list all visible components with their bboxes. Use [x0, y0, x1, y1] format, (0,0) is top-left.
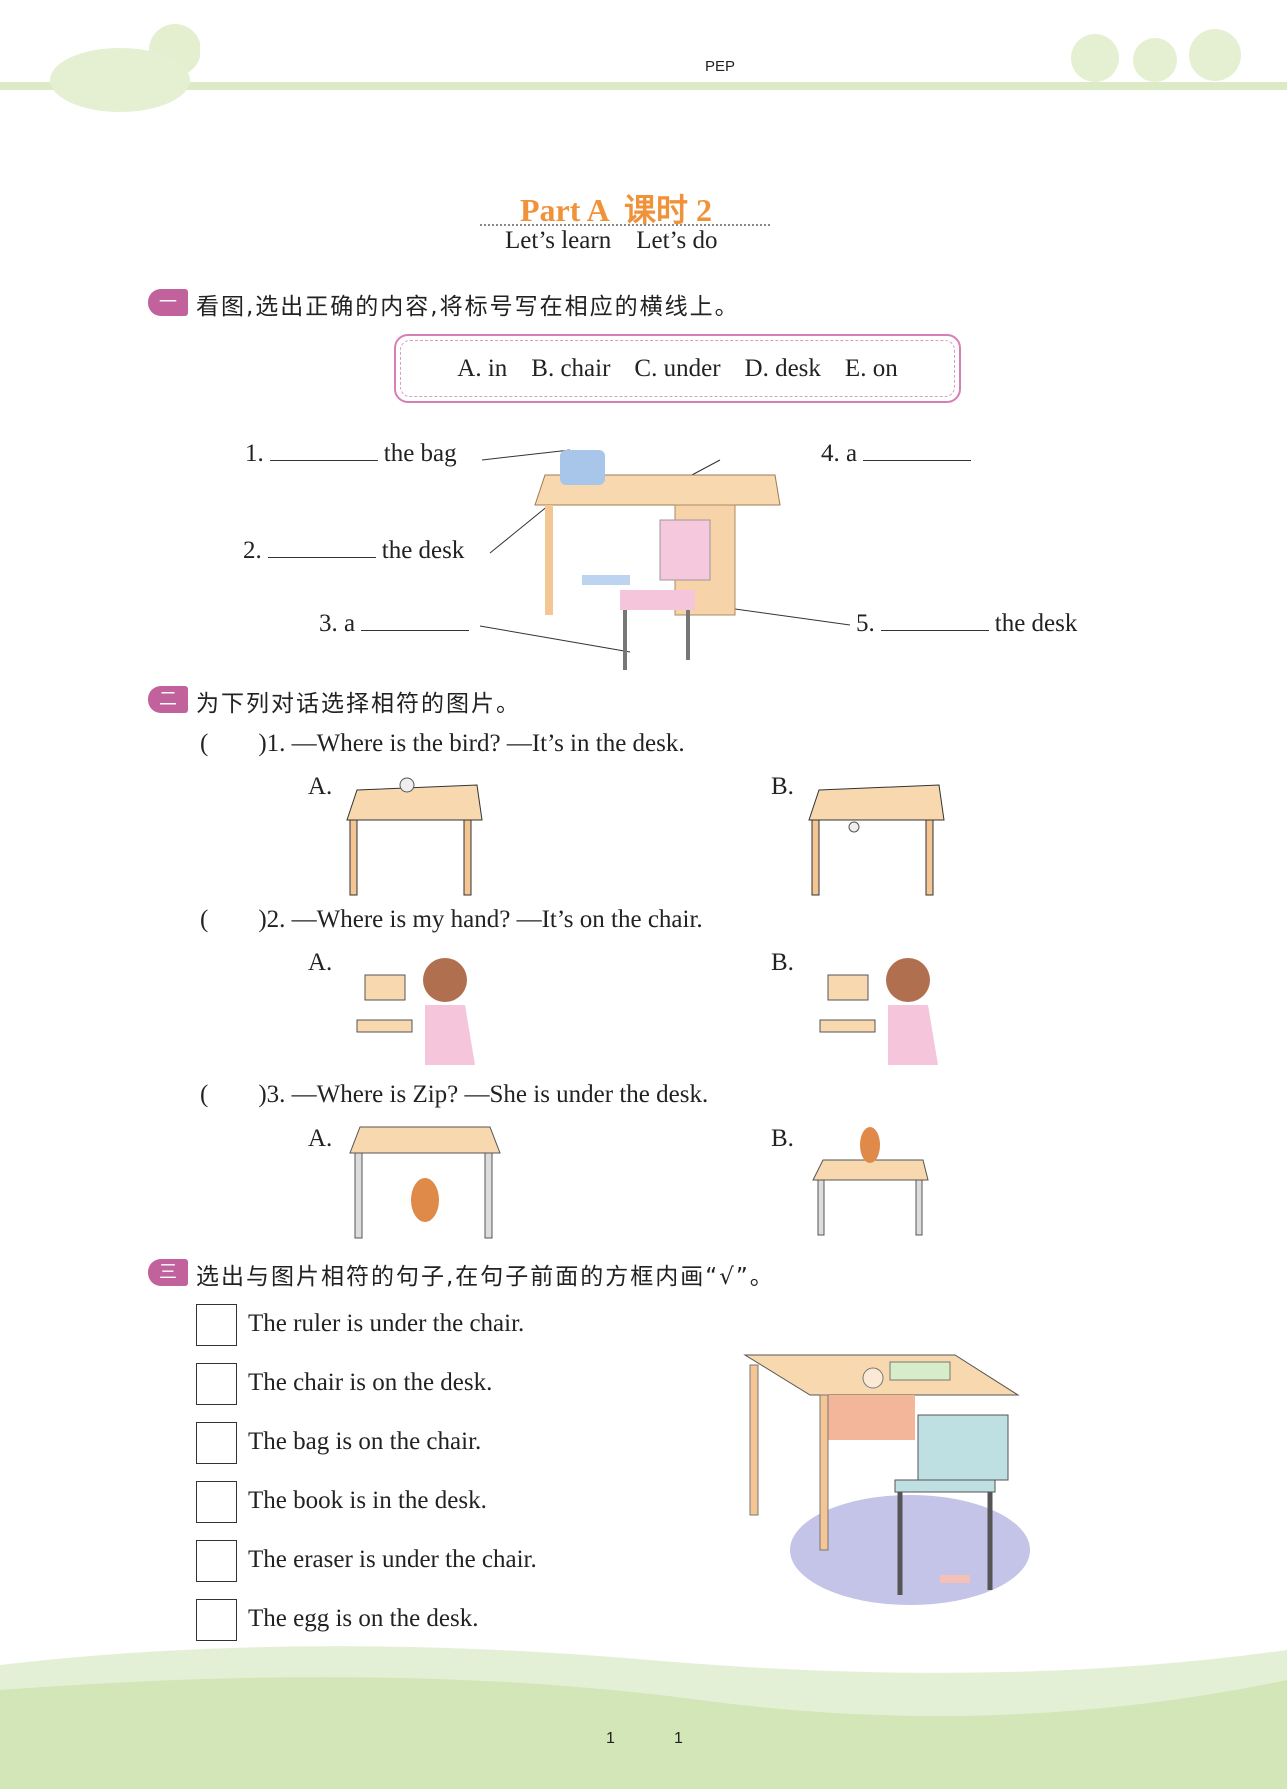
checkbox-2[interactable]	[196, 1363, 237, 1405]
checkbox-5[interactable]	[196, 1540, 237, 1582]
sentence-6: The egg is on the desk.	[248, 1605, 479, 1632]
sentence-5: The eraser is under the chair.	[248, 1546, 537, 1573]
item-5: 5.the desk	[856, 610, 1078, 637]
title-dotted-line	[480, 224, 770, 226]
series-label: PEP	[705, 58, 736, 75]
item-3: 3. a	[319, 610, 475, 638]
page-number-left: 1	[606, 1730, 615, 1747]
q3-option-b-label: B.	[771, 1125, 794, 1152]
option-d: D. desk	[744, 354, 821, 382]
q2-girl-hand-on-chair	[356, 958, 475, 1065]
answer-blank[interactable]	[269, 441, 378, 461]
item-1: 1.the bag	[245, 440, 457, 467]
options-box: A. in B. chair C. under D. desk E. on	[394, 334, 961, 403]
q2-option-b-label: B.	[771, 949, 794, 976]
option-c: C. under	[634, 354, 721, 382]
sentence-2: The chair is on the desk.	[248, 1369, 493, 1396]
option-e: E. on	[844, 354, 898, 382]
sentence-3: The bag is on the chair.	[248, 1428, 482, 1455]
answer-paren[interactable]: ( )	[200, 1081, 267, 1108]
q3-option-a-label: A.	[308, 1125, 333, 1152]
checkbox-4[interactable]	[196, 1481, 237, 1523]
answer-blank[interactable]	[361, 611, 470, 631]
scene-illustration	[743, 1354, 1030, 1605]
option-b: B. chair	[531, 354, 611, 382]
item-4: 4. a	[821, 440, 977, 468]
desk-chair-illustration	[479, 449, 851, 670]
q1-desk-bird-in	[808, 784, 945, 896]
subtitle: Let’s learn Let’s do	[505, 227, 718, 254]
sentence-4: The book is in the desk.	[248, 1487, 487, 1514]
question-2: ( )2. —Where is my hand? —It’s on the ch…	[200, 906, 703, 933]
option-a: A. in	[457, 354, 508, 382]
page-number-right: 1	[674, 1730, 683, 1747]
answer-blank[interactable]	[863, 441, 972, 461]
page-title: Part A 课时 2	[520, 192, 712, 228]
checkbox-1[interactable]	[196, 1304, 237, 1346]
section-badge-3: 三	[148, 1259, 188, 1286]
question-3: ( )3. —Where is Zip? —She is under the d…	[200, 1081, 709, 1108]
answer-paren[interactable]: ( )	[200, 906, 267, 933]
sentence-1: The ruler is under the chair.	[248, 1310, 525, 1337]
header-band	[0, 82, 1287, 90]
sun-cloud-decoration	[50, 24, 200, 112]
section-3-instruction: 选出与图片相符的句子,在句子前面的方框内画“√”。	[196, 1264, 775, 1290]
animals-decoration	[1071, 29, 1241, 82]
section-1-instruction: 看图,选出正确的内容,将标号写在相应的横线上。	[196, 294, 740, 320]
checkbox-3[interactable]	[196, 1422, 237, 1464]
item-2: 2.the desk	[243, 537, 465, 564]
q1-option-b-label: B.	[771, 773, 794, 800]
q1-option-a-label: A.	[308, 773, 333, 800]
answer-paren[interactable]: ( )	[200, 730, 267, 757]
checkbox-6[interactable]	[196, 1599, 237, 1641]
q2-option-a-label: A.	[308, 949, 333, 976]
question-1: ( )1. —Where is the bird? —It’s in the d…	[200, 730, 685, 757]
section-badge-1: 一	[148, 289, 188, 316]
q2-girl-hand-under-chair	[819, 958, 938, 1065]
q3-zip-on-desk	[812, 1127, 929, 1236]
section-2-instruction: 为下列对话选择相符的图片。	[196, 691, 521, 717]
section-badge-2: 二	[148, 686, 188, 713]
footer-landscape	[0, 1646, 1287, 1789]
answer-blank[interactable]	[880, 611, 989, 631]
q1-desk-bird-on	[346, 777, 483, 896]
q3-zip-under-desk	[349, 1126, 501, 1239]
answer-blank[interactable]	[267, 538, 376, 558]
